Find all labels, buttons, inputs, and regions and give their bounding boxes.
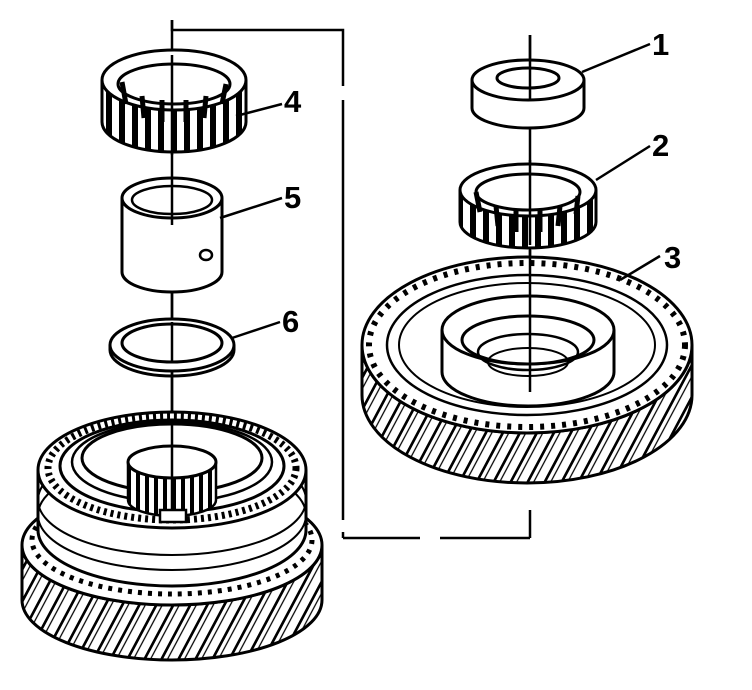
needle-bearing-part-2: [458, 160, 598, 250]
alignment-bracket-line: [170, 20, 532, 540]
leader-1: [581, 42, 651, 74]
callout-2: 2: [652, 128, 669, 163]
leader-3: [619, 254, 661, 282]
leader-5: [219, 196, 283, 220]
callout-3: 3: [664, 240, 681, 275]
thrust-washer-part-1: [470, 35, 586, 130]
flat-washer-part-6: [108, 317, 236, 420]
callout-6: 6: [282, 304, 299, 339]
callout-5: 5: [284, 180, 301, 215]
bushing-sleeve-part-5: [120, 176, 224, 318]
roller-bearing-part-4: [100, 48, 248, 155]
callout-4: 4: [284, 84, 302, 119]
leader-2: [595, 144, 651, 182]
leader-lines: [219, 42, 661, 340]
leader-6: [231, 320, 281, 340]
gear-with-synchronizer-hub: [20, 410, 324, 662]
helical-gear-part-3: [360, 250, 694, 485]
callout-1: 1: [652, 27, 669, 62]
leader-4: [235, 102, 283, 118]
